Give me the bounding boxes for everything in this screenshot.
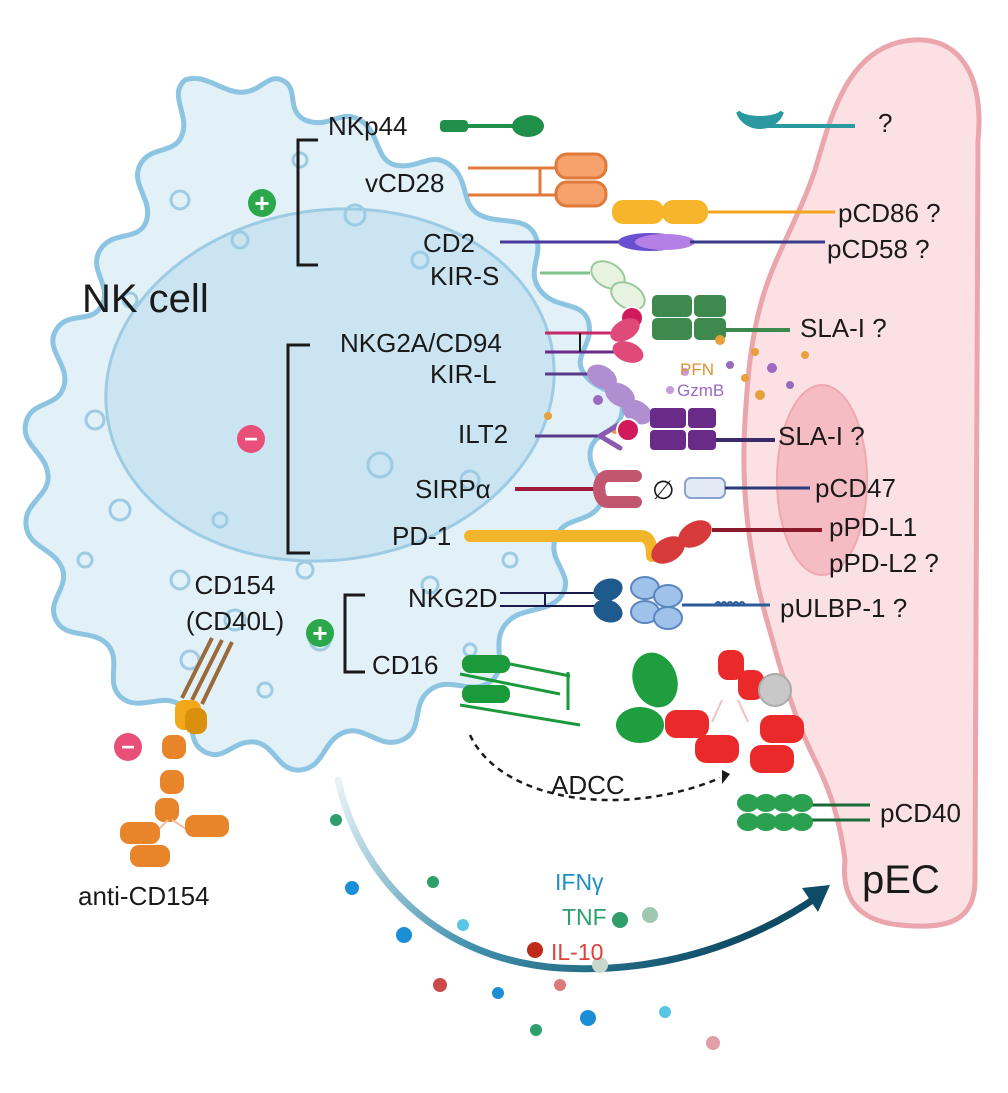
sla1-upper-ligand bbox=[620, 295, 790, 340]
ppdl1-ligand bbox=[651, 520, 822, 564]
cytokine-secretion-arrow bbox=[334, 776, 824, 973]
adcc-label: ADCC bbox=[551, 770, 625, 800]
pcd40-receptor bbox=[737, 794, 870, 831]
pcd58-label: pCD58 ? bbox=[827, 234, 930, 264]
nkg2d-receptor bbox=[500, 578, 623, 623]
pec-nucleus bbox=[776, 384, 868, 576]
kir-s-label: KIR-S bbox=[430, 261, 499, 291]
pfn-label: PFN bbox=[680, 360, 714, 379]
ilt2-receptor bbox=[535, 421, 623, 451]
cd40l-label: (CD40L) bbox=[186, 606, 284, 636]
cytokine-label-ifng: IFNγ bbox=[555, 869, 604, 895]
cd154-label: CD154 bbox=[195, 570, 276, 600]
antibody-inhibitory-sign: − bbox=[114, 733, 142, 761]
pd1-label: PD-1 bbox=[392, 521, 451, 551]
cd2-label: CD2 bbox=[423, 228, 475, 258]
ilt2-label: ILT2 bbox=[458, 419, 508, 449]
activating-sign-bottom: + bbox=[306, 618, 334, 648]
sla1-upper-label: SLA-I ? bbox=[800, 313, 887, 343]
svg-text:−: − bbox=[244, 426, 258, 453]
cd16-receptor bbox=[459, 652, 678, 743]
anti-cd154-label: anti-CD154 bbox=[78, 881, 210, 911]
cytokine-label-tnf: TNF bbox=[562, 904, 607, 930]
cytokine-label-il10: IL-10 bbox=[551, 939, 603, 965]
nkg2a-cd94-receptor bbox=[545, 318, 644, 363]
sla1-lower-label: SLA-I ? bbox=[778, 421, 865, 451]
pulbp1-ligand bbox=[630, 576, 770, 630]
kir-l-receptor bbox=[545, 364, 652, 425]
activating-bracket-bottom bbox=[343, 593, 365, 674]
adcc-arrow bbox=[468, 734, 721, 802]
gzmb-label: GzmB bbox=[677, 381, 724, 400]
nkp44-ligand-unknown bbox=[736, 110, 855, 129]
nkp44-label: NKp44 bbox=[328, 111, 408, 141]
cd16-label: CD16 bbox=[372, 650, 438, 680]
pcd58-ligand bbox=[635, 234, 825, 250]
cd154-receptor bbox=[180, 637, 234, 705]
svg-text:+: + bbox=[312, 618, 327, 648]
anti-cd154-antibody bbox=[120, 700, 229, 867]
nkg2a-label: NKG2A/CD94 bbox=[340, 328, 502, 358]
kir-l-label: KIR-L bbox=[430, 359, 496, 389]
sirpa-label: SIRPα bbox=[415, 474, 491, 504]
inhibitory-sign: − bbox=[237, 425, 265, 453]
pcd86-label: pCD86 ? bbox=[838, 198, 941, 228]
cytokine-arrowhead bbox=[802, 885, 830, 912]
pcd47-ligand bbox=[684, 477, 810, 499]
sla1-lower-ligand bbox=[616, 408, 775, 450]
unknown-ligand-label: ? bbox=[878, 108, 892, 138]
vcd28-receptor bbox=[468, 152, 608, 208]
pcd47-label: pCD47 bbox=[815, 473, 896, 503]
svg-text:+: + bbox=[254, 188, 269, 218]
pcd86-ligand bbox=[612, 200, 835, 224]
nk-nucleus bbox=[104, 207, 556, 563]
nkp44-receptor bbox=[440, 115, 544, 137]
vcd28-label: vCD28 bbox=[365, 168, 444, 198]
pulbp1-label: pULBP-1 ? bbox=[780, 593, 907, 623]
pec-cell-label: pEC bbox=[862, 858, 940, 902]
adcc-arrowhead bbox=[722, 770, 730, 784]
nkg2d-label: NKG2D bbox=[408, 583, 498, 613]
pcd40-label: pCD40 bbox=[880, 798, 961, 828]
ppdl1-label: pPD-L1 bbox=[829, 512, 917, 542]
kir-s-receptor bbox=[540, 260, 646, 311]
inhibitory-bracket bbox=[286, 343, 310, 555]
activating-bracket-top bbox=[296, 138, 318, 267]
activating-sign-top: + bbox=[248, 188, 276, 218]
ppdl2-label: pPD-L2 ? bbox=[829, 548, 939, 578]
nk-cell-label: NK cell bbox=[82, 277, 209, 321]
nk-cell bbox=[22, 75, 625, 773]
svg-text:−: − bbox=[121, 734, 135, 761]
pec-cell bbox=[741, 37, 982, 929]
cytokine-particles bbox=[330, 814, 720, 1050]
adcc-antibody bbox=[665, 650, 804, 773]
null-symbol: ∅ bbox=[652, 475, 675, 505]
sirpa-receptor bbox=[515, 470, 642, 508]
